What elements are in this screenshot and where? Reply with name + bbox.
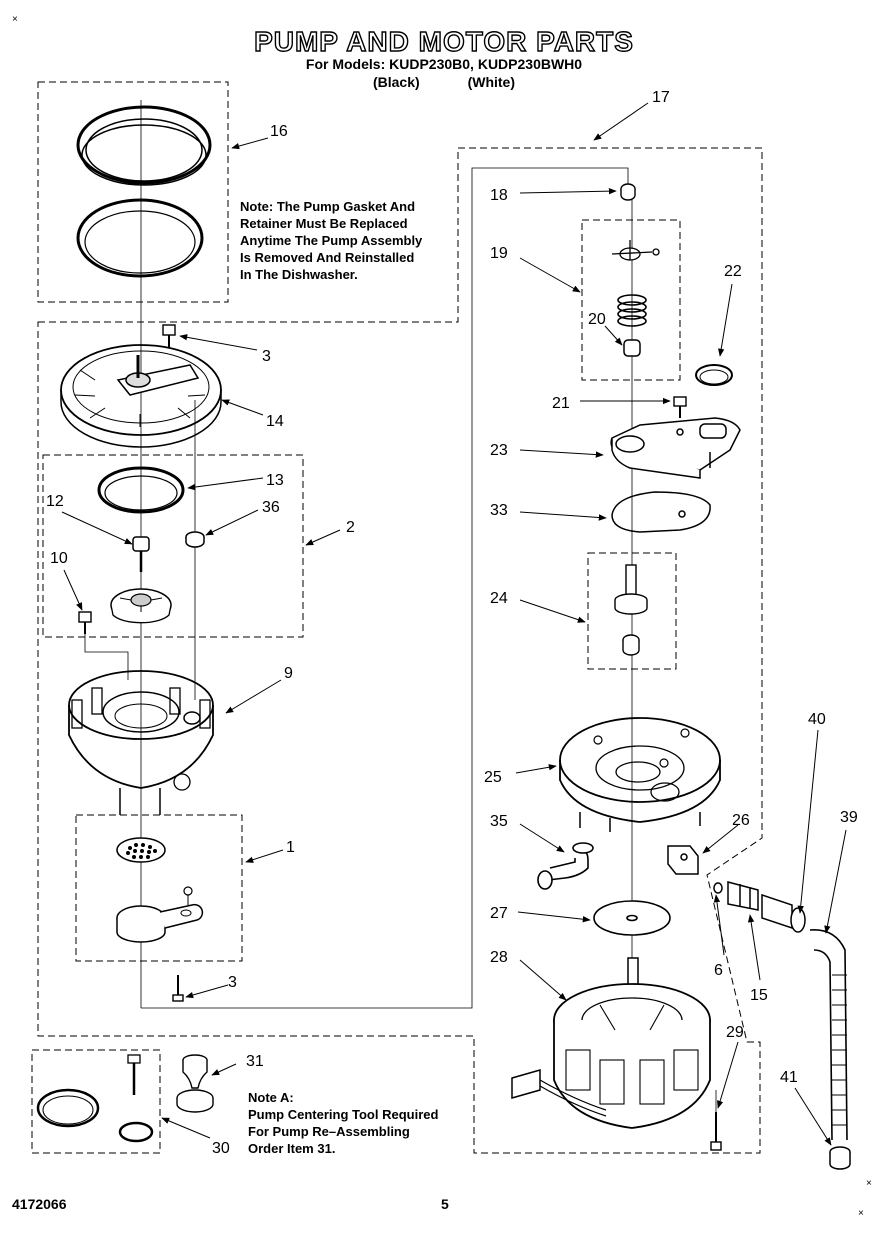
- callout-25: 25: [484, 769, 502, 786]
- callout-23: 23: [490, 442, 508, 459]
- callout-40: 40: [808, 711, 826, 728]
- callout-3-bottom: 3: [228, 974, 237, 991]
- callout-22: 22: [724, 263, 742, 280]
- part-22-ring: [695, 364, 733, 386]
- guide-line-left-return: [141, 167, 629, 1009]
- part-12-impeller-screw: [132, 536, 150, 572]
- part-35-elbow-hose: [537, 842, 594, 890]
- callout-14: 14: [266, 413, 284, 430]
- leader-arrows: [61, 102, 847, 1146]
- part-14-pump-cover: [60, 344, 222, 448]
- callout-19: 19: [490, 245, 508, 262]
- part-3-screw-bottom: [172, 975, 184, 1002]
- guide-line-10: [84, 625, 129, 680]
- part-29-screw: [710, 1112, 722, 1151]
- callout-2: 2: [346, 519, 355, 536]
- part-23-motor-bracket: [610, 417, 741, 479]
- corner-mark-right: ×: [866, 1178, 872, 1189]
- callout-31: 31: [246, 1053, 264, 1070]
- group-box-16: [37, 81, 229, 303]
- part-31-centering-tool: [176, 1054, 214, 1113]
- part-19-float-switch-assembly: [611, 240, 660, 261]
- group-box-2: [42, 454, 304, 638]
- callout-6: 6: [714, 962, 723, 979]
- callout-18: 18: [490, 187, 508, 204]
- callout-13: 13: [266, 472, 284, 489]
- part-16-gasket: [76, 105, 212, 278]
- callout-20: 20: [588, 311, 606, 328]
- group-box-17-outline: [37, 147, 763, 1154]
- callout-30: 30: [212, 1140, 230, 1157]
- callout-labels: 16 3 14 13 12 36 2 10 9 1 3 31 30 17 18 …: [46, 89, 858, 1157]
- callout-17: 17: [652, 89, 670, 106]
- part-39-drain-hose: [809, 929, 848, 1141]
- part-40-clamp: [761, 893, 806, 933]
- note-a: Note A: Pump Centering Tool Required For…: [248, 1090, 439, 1156]
- callout-12: 12: [46, 493, 64, 510]
- part-10-screw: [78, 611, 92, 634]
- part-3-screw-top: [162, 324, 176, 348]
- part-33-gasket: [611, 491, 711, 533]
- part-41-hose-end: [829, 1146, 851, 1170]
- callout-21: 21: [552, 395, 570, 412]
- callout-3-top: 3: [262, 348, 271, 365]
- callout-41: 41: [780, 1069, 798, 1086]
- part-13-seal-ring: [97, 466, 185, 514]
- callout-33: 33: [490, 502, 508, 519]
- part-number: 4172066: [12, 1196, 67, 1212]
- group-box-30: [31, 1049, 161, 1154]
- part-9-pump-housing: [68, 670, 214, 815]
- callout-10: 10: [50, 550, 68, 567]
- callout-16: 16: [270, 123, 288, 140]
- part-20-spring: [617, 294, 647, 357]
- callout-35: 35: [490, 813, 508, 830]
- callout-28: 28: [490, 949, 508, 966]
- part-1-chopper-assembly: [116, 837, 204, 943]
- part-30-gasket-kit: [36, 1054, 154, 1143]
- part-18-nut: [620, 183, 636, 201]
- callout-36: 36: [262, 499, 280, 516]
- gasket-note: Note: The Pump Gasket And Retainer Must …: [240, 199, 423, 282]
- color-black-label: (Black): [372, 74, 420, 90]
- callout-1: 1: [286, 839, 295, 856]
- part-25-motor-mount: [559, 717, 721, 832]
- group-box-1: [75, 814, 243, 962]
- color-white-label: (White): [467, 74, 515, 90]
- part-15-valve: [727, 881, 759, 911]
- corner-mark-bottom-right: ×: [858, 1208, 864, 1219]
- callout-29: 29: [726, 1024, 744, 1041]
- callout-39: 39: [840, 809, 858, 826]
- part-6-o-ring: [713, 882, 723, 894]
- page-number: 5: [441, 1196, 449, 1212]
- callout-9: 9: [284, 665, 293, 682]
- callout-26: 26: [732, 812, 750, 829]
- callout-24: 24: [490, 590, 508, 607]
- part-27-slinger: [593, 900, 671, 936]
- part-21-screw: [673, 396, 687, 418]
- callout-15: 15: [750, 987, 768, 1004]
- group-box-19: [581, 219, 681, 381]
- part-24-shaft-assembly: [614, 564, 648, 656]
- model-colors: (Black) (White): [0, 74, 888, 90]
- part-26-connector: [667, 845, 699, 875]
- page-title: PUMP AND MOTOR PARTS: [253, 25, 634, 57]
- part-2-impeller: [110, 588, 172, 624]
- corner-mark-top-left: ×: [12, 14, 18, 25]
- part-36-small-seal: [185, 531, 205, 548]
- part-28-motor: [511, 957, 711, 1129]
- models-line: For Models: KUDP230B0, KUDP230BWH0: [305, 56, 583, 72]
- callout-27: 27: [490, 905, 508, 922]
